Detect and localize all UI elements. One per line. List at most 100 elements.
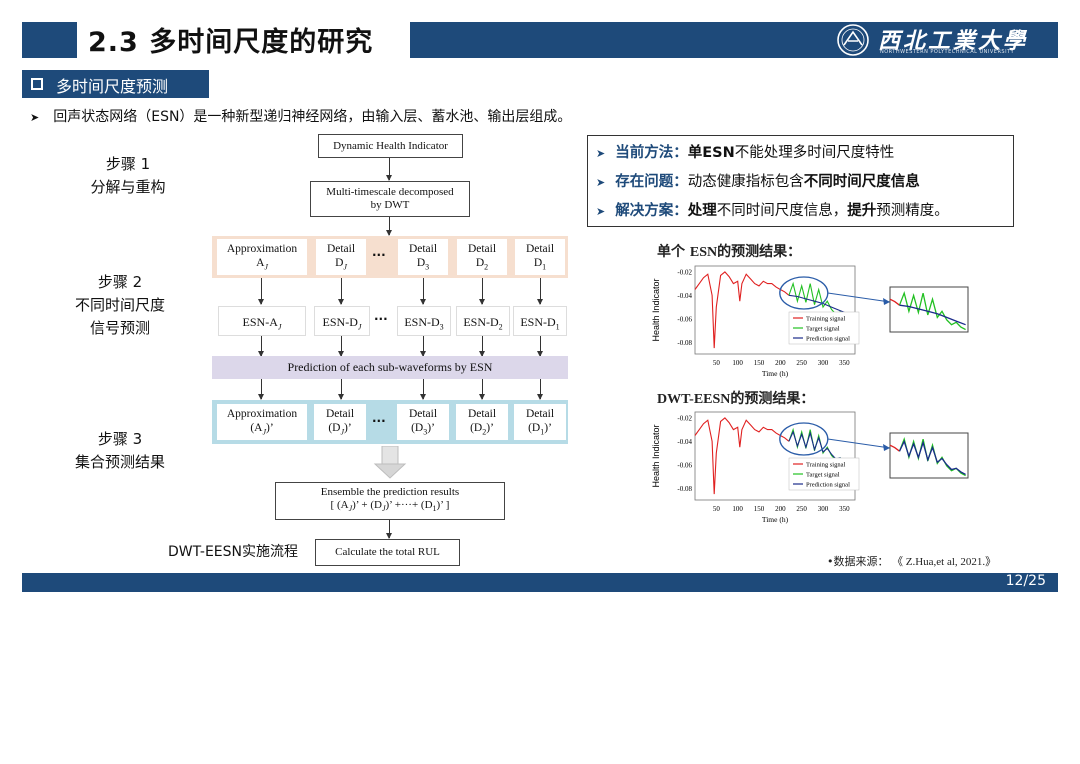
- cell-bot: (D3)’: [397, 421, 449, 439]
- callout-key: 解决方案：: [615, 203, 688, 219]
- series-line-2: [788, 294, 849, 315]
- flow-label: DWT-EESN实施流程: [168, 544, 298, 560]
- c2-esn: DWT-EESN: [657, 392, 731, 407]
- ensemble-text-2: [ (AJ)’ + (DJ)’ +···+ (D1)’ ]: [331, 499, 450, 515]
- cell-top: Approximation: [226, 243, 298, 255]
- x-tick-label: 300: [818, 505, 829, 513]
- rul-text: Calculate the total RUL: [335, 546, 440, 558]
- predicted-d2-cell: Detail (D2)’: [456, 404, 508, 440]
- decompose-box: Multi-timescale decomposed by DWT: [310, 181, 470, 217]
- decomposed-d2-cell: Detail D2: [457, 239, 507, 275]
- cell-sub: 2: [484, 262, 489, 272]
- cell-sym: D: [335, 257, 344, 269]
- header-left-block: [22, 22, 77, 58]
- callout-bold: 单ESN: [687, 145, 735, 161]
- cell-sym: D: [416, 257, 426, 269]
- arrow-out-2: [338, 379, 344, 400]
- arrow-bullet-icon: ➤: [596, 176, 606, 189]
- step-3: 步骤 3 集合预测结果: [60, 428, 180, 474]
- x-tick-label: 150: [754, 505, 765, 513]
- y-tick-label: -0.06: [677, 461, 692, 469]
- c1-esn: ESN: [689, 245, 718, 260]
- cell-top: Detail: [408, 243, 438, 255]
- arrow-bullet-icon: ➤: [596, 205, 606, 218]
- x-tick-label: 100: [732, 359, 743, 367]
- callout-key: 当前方法：: [615, 145, 688, 161]
- section-title-bar: 多时间尺度预测: [22, 70, 209, 98]
- cell-top: Detail: [326, 243, 356, 255]
- cell-top: Detail: [408, 408, 438, 420]
- cell-sym: D: [533, 257, 543, 269]
- arrow-esn-1: [258, 278, 264, 305]
- y-axis-label: Health Indicator: [651, 424, 661, 487]
- x-tick-label: 50: [713, 505, 721, 513]
- cell-sub: J: [343, 262, 347, 272]
- cell-bot: D1: [515, 256, 565, 274]
- y-tick-label: -0.08: [677, 485, 692, 493]
- cell-end: )’: [266, 422, 274, 434]
- cell-bot: DJ: [316, 256, 366, 274]
- legend-label: Prediction signal: [806, 336, 850, 343]
- cell-sub: 3: [423, 427, 428, 437]
- arrow-out-5: [537, 379, 543, 400]
- arrow-pred-5: [537, 336, 543, 357]
- step-2-desc-2: 信号预测: [89, 319, 150, 337]
- step-2-desc-1: 不同时间尺度: [74, 296, 165, 314]
- esn-d3-box: ESN-D3: [397, 306, 451, 336]
- zoom-series-1: [898, 290, 966, 331]
- legend-label: Training signal: [806, 462, 845, 469]
- predicted-d1-cell: Detail (D1)’: [514, 404, 566, 440]
- cell-top: Detail: [325, 408, 355, 420]
- decompose-text-2: by DWT: [370, 199, 410, 211]
- chart-2-title: DWT-EESN的预测结果：: [657, 388, 814, 408]
- legend-label: Training signal: [806, 316, 845, 323]
- esn-label: ESN-D: [520, 315, 556, 329]
- esn-label: ESN-D: [404, 315, 440, 329]
- x-tick-label: 350: [839, 359, 850, 367]
- ens-p3: )’ +···+ (D: [385, 499, 433, 512]
- cell-sym: D: [475, 257, 485, 269]
- ens-s2: J: [381, 504, 386, 514]
- c1-pre: 单个: [657, 244, 690, 260]
- x-tick-label: 200: [775, 359, 786, 367]
- footer-bar: 12/25: [22, 573, 1058, 592]
- y-axis-label: Health Indicator: [651, 278, 661, 341]
- callout-bold: 提升: [847, 203, 877, 219]
- zoom-series-0: [889, 444, 900, 452]
- cell-sym: (A: [250, 422, 263, 434]
- arrow-pred-3: [420, 336, 426, 357]
- decompose-text-1: Multi-timescale decomposed: [326, 186, 454, 198]
- callout-rest: 动态健康指标包含: [687, 174, 804, 190]
- step-2: 步骤 2 不同时间尺度 信号预测: [60, 271, 180, 340]
- cell-sub: 3: [425, 262, 430, 272]
- cell-top: Approximation: [226, 408, 298, 420]
- arrow-pred-1: [258, 336, 264, 357]
- cell-sub: J: [340, 427, 345, 437]
- intro-bullet: ➤ 回声状态网络（ESN）是一种新型递归神经网络，由输入层、蓄水池、输出层组成。: [30, 106, 571, 126]
- cell-sub: 1: [542, 262, 547, 272]
- cell-end: )’: [344, 422, 352, 434]
- zoom-series-0: [889, 298, 900, 306]
- arrow-bullet-icon: ➤: [30, 111, 40, 124]
- prediction-bar: Prediction of each sub-waveforms by ESN: [212, 356, 568, 379]
- ensemble-box: Ensemble the prediction results [ (AJ)’ …: [275, 482, 505, 520]
- arrow-pred-2: [338, 336, 344, 357]
- callout-rest: 预测精度。: [876, 203, 949, 219]
- ens-p1: [ (A: [330, 499, 349, 512]
- section-title: 多时间尺度预测: [56, 77, 169, 96]
- y-tick-label: -0.02: [677, 414, 692, 422]
- cell-bot: (AJ)’: [217, 421, 307, 439]
- cell-sub: J: [264, 262, 268, 272]
- c2-post: 的预测结果：: [730, 391, 815, 407]
- callout-bold: 不同时间尺度信息: [803, 174, 920, 190]
- source-note: •数据来源： 《 Z.Hua,et al, 2021.》: [827, 553, 996, 569]
- callout-line-3: ➤解决方案：处理不同时间尺度信息，提升预测精度。: [596, 199, 949, 220]
- esn-sub: J: [357, 322, 362, 332]
- arrow-esn-2: [338, 278, 344, 305]
- cell-top: Detail: [467, 408, 497, 420]
- intro-text: 回声状态网络（ESN）是一种新型递归神经网络，由输入层、蓄水池、输出层组成。: [53, 109, 572, 125]
- cell-sym: (D: [411, 422, 424, 434]
- callout-rest: 不能处理多时间尺度特性: [734, 145, 895, 161]
